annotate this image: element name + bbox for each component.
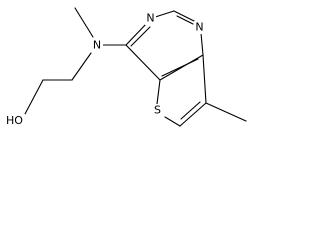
- bond-ch2-oh: [24, 79, 44, 115]
- bond-n1-c7a: [200, 32, 204, 56]
- atom-label-sulfur: S: [154, 104, 161, 117]
- bond-group: [24, 7, 247, 127]
- bond-s-c6: [164, 116, 181, 127]
- atom-label-n-ring-right: N: [195, 21, 203, 34]
- bond-c7a-c4a: [159, 54, 204, 81]
- bond-c6-c7-double: [180, 101, 201, 120]
- atom-label-group: N N N S HO: [4, 12, 205, 128]
- atom-label-n-ring-top: N: [146, 12, 154, 25]
- bond-namine-ch2: [71, 52, 92, 81]
- atom-label-n-amine: N: [93, 39, 101, 52]
- bond-namine-methyl: [74, 7, 94, 38]
- bond-c6-c7: [179, 102, 207, 127]
- bond-c2-n1: [173, 10, 197, 23]
- bond-c7-methyl: [205, 102, 247, 122]
- bond-c7a-c4a-double: [161, 58, 199, 77]
- atom-label-hydroxyl: HO: [6, 114, 23, 127]
- molecule-structure: N N N S HO: [4, 7, 247, 128]
- bond-c7-c7a: [202, 54, 207, 104]
- bond-c4-n3: [125, 21, 149, 46]
- bond-c4-n3-double: [130, 26, 151, 47]
- bond-c2-n1-double: [176, 15, 194, 25]
- bond-c4a-s: [156, 79, 161, 105]
- bond-c4a-c4: [125, 44, 161, 81]
